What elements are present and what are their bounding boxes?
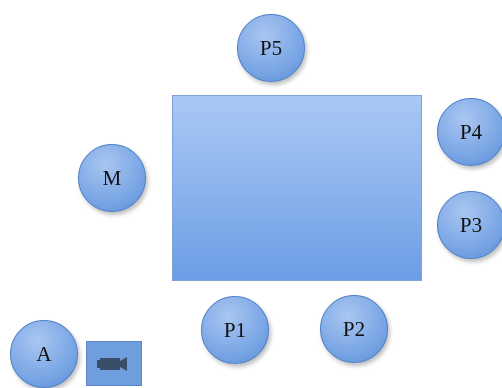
seat-p3: P3 bbox=[437, 191, 502, 259]
seat-a: A bbox=[10, 320, 78, 388]
seat-label-m: M bbox=[102, 165, 122, 190]
conference-table bbox=[172, 95, 422, 281]
seat-p2: P2 bbox=[320, 295, 388, 363]
seat-label-p4: P4 bbox=[459, 119, 483, 144]
seat-label-a: A bbox=[36, 341, 52, 366]
seat-label-p1: P1 bbox=[223, 317, 247, 342]
seat-p5: P5 bbox=[237, 14, 305, 82]
seat-label-p3: P3 bbox=[459, 212, 483, 237]
seat-label-p5: P5 bbox=[259, 35, 283, 60]
camera-box bbox=[86, 341, 142, 386]
seat-p4: P4 bbox=[437, 98, 502, 166]
video-camera-icon bbox=[97, 357, 127, 371]
seat-label-p2: P2 bbox=[342, 316, 366, 341]
seat-p1: P1 bbox=[201, 296, 269, 364]
seat-m: M bbox=[78, 144, 146, 212]
